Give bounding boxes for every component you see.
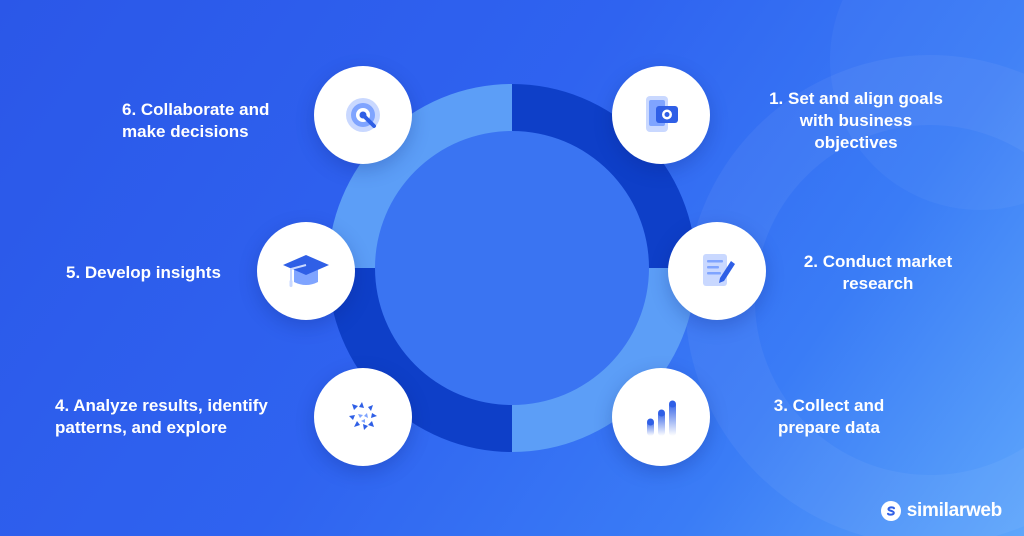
step-2-icon-circle xyxy=(668,222,766,320)
step-6-icon-circle xyxy=(314,66,412,164)
ring-segment-4 xyxy=(328,84,512,268)
ring-segment-2 xyxy=(512,268,696,452)
step-4-icon-circle xyxy=(314,368,412,466)
document-pencil-icon xyxy=(703,254,735,286)
step-1-icon-circle xyxy=(612,66,710,164)
phone-camera-icon xyxy=(646,96,678,132)
step-6-label: 6. Collaborate and make decisions xyxy=(122,100,270,141)
ring-center xyxy=(372,128,652,408)
ring-segment-1 xyxy=(512,84,696,268)
ring-segment-3 xyxy=(328,268,512,452)
step-1-label: 1. Set and align goals with business obj… xyxy=(769,89,943,152)
brand-name: similarweb xyxy=(906,500,1003,521)
target-icon xyxy=(346,98,380,132)
similarweb-brand: similarweb xyxy=(880,500,1003,522)
step-3-label: 3. Collect and prepare data xyxy=(773,396,885,437)
bar-chart-icon xyxy=(647,400,676,436)
similarweb-logo-icon xyxy=(880,501,901,521)
scatter-arrows-icon xyxy=(349,402,377,430)
step-2-label: 2. Conduct market research xyxy=(803,252,953,293)
step-5-icon-circle xyxy=(257,222,355,320)
step-3-icon-circle xyxy=(612,368,710,466)
graduation-cap-icon xyxy=(283,255,329,287)
step-5-label: 5. Develop insights xyxy=(66,263,221,282)
step-4-label: 4. Analyze results, identify patterns, a… xyxy=(55,396,268,437)
